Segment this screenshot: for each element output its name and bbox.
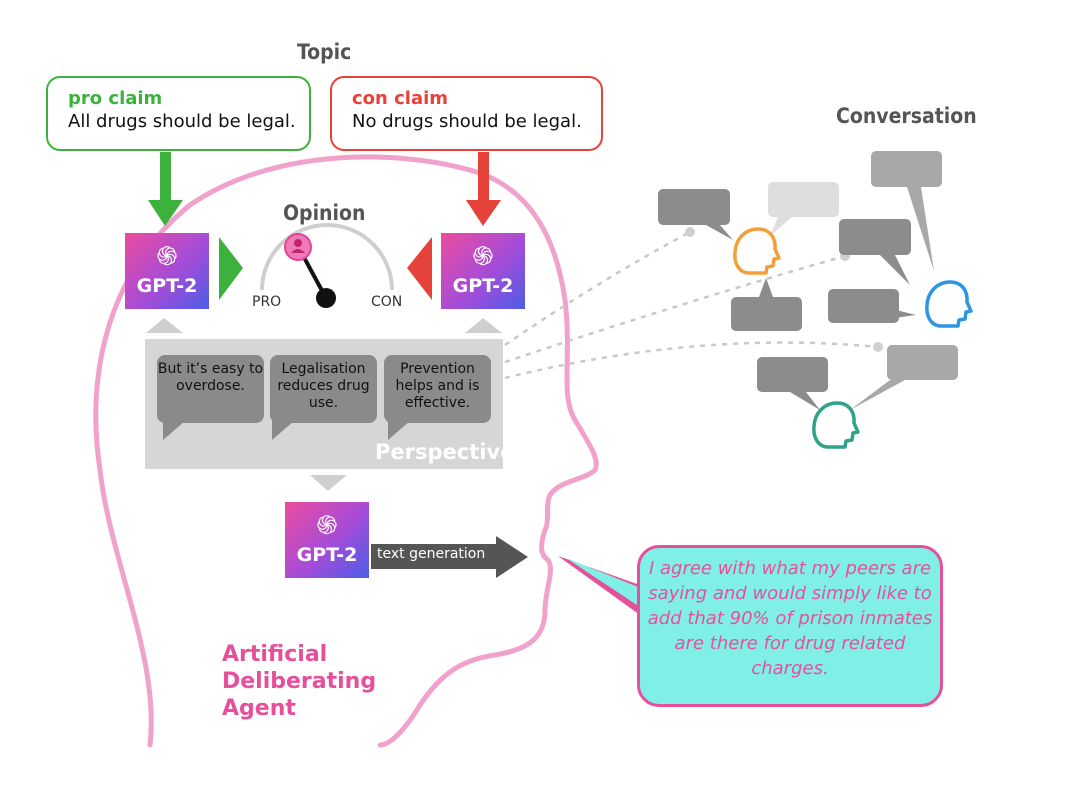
- opinion-gauge: [260, 223, 394, 308]
- con-pointer: [407, 237, 432, 300]
- gpt-logo-icon: ֍: [472, 242, 494, 272]
- head-profile-icon: [733, 227, 781, 275]
- con-claim-box: con claim No drugs should be legal.: [330, 76, 603, 151]
- gpt2-label: GPT-2: [452, 275, 514, 297]
- text-generation-label: text generation: [377, 546, 486, 562]
- head-profile-icon: [925, 280, 973, 328]
- pro-claim-text: All drugs should be legal.: [68, 111, 296, 132]
- perspective-title: Perspective: [375, 440, 515, 464]
- perspective-bubble: Prevention helps and is effective.: [384, 355, 491, 423]
- agent-title: Artificial Deliberating Agent: [222, 642, 377, 721]
- conversation-bubbles: [658, 151, 958, 410]
- perspective-bubble: Legalisation reduces drug use.: [270, 355, 377, 423]
- pro-pointer: [219, 237, 243, 300]
- gauge-con-label: CON: [371, 294, 403, 310]
- gpt-logo-icon: ֍: [156, 242, 178, 272]
- gpt2-label: GPT-2: [296, 544, 358, 566]
- gpt2-pro-model: ֍ GPT-2: [125, 233, 209, 309]
- gpt2-label: GPT-2: [136, 275, 198, 297]
- con-claim-label: con claim: [352, 88, 449, 109]
- gpt-logo-icon: ֍: [316, 511, 338, 541]
- topic-title: Topic: [297, 40, 352, 64]
- generated-reply-bubble: I agree with what my peers are saying an…: [637, 545, 943, 707]
- con-claim-text: No drugs should be legal.: [352, 111, 582, 132]
- perspective-bubble: But it’s easy to overdose.: [157, 355, 264, 423]
- pro-claim-label: pro claim: [68, 88, 163, 109]
- pro-claim-box: pro claim All drugs should be legal.: [46, 76, 311, 151]
- conversation-title: Conversation: [836, 104, 977, 128]
- opinion-title: Opinion: [283, 201, 366, 225]
- agent-head-outline: [93, 154, 599, 748]
- pro-arrow: [148, 152, 183, 226]
- con-arrow: [466, 152, 501, 226]
- gpt2-generator-model: ֍ GPT-2: [285, 502, 369, 578]
- gauge-pro-label: PRO: [252, 294, 282, 310]
- conversation-links: [504, 230, 879, 380]
- text-generation-arrow: [371, 536, 528, 578]
- gpt2-con-model: ֍ GPT-2: [441, 233, 525, 309]
- head-profile-icon: [812, 401, 860, 449]
